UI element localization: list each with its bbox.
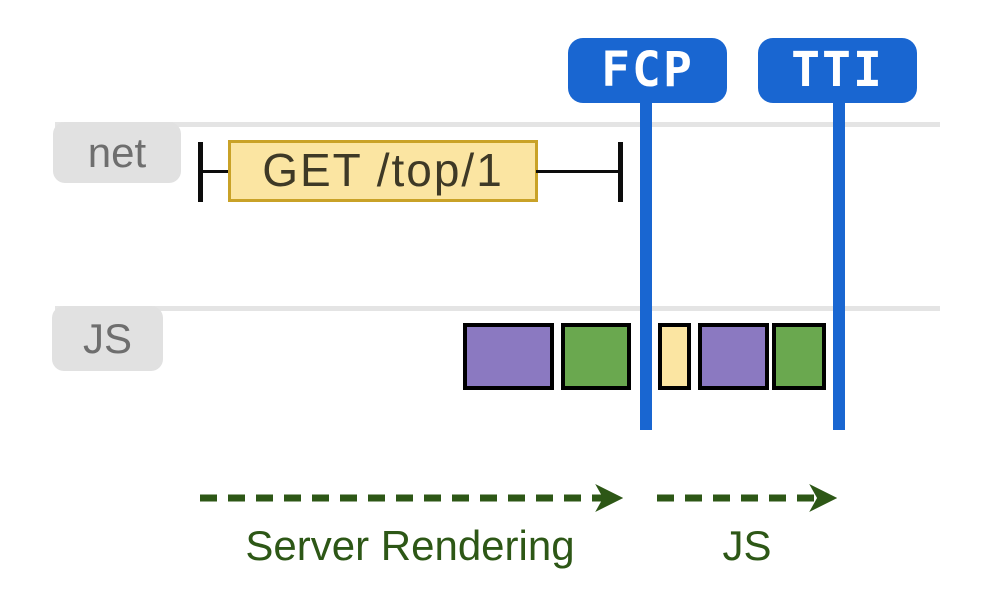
js-track-label: JS: [52, 306, 163, 371]
js-phase-label: JS: [722, 522, 772, 569]
phase-arrows: [200, 484, 838, 512]
fcp-badge: FCP: [568, 38, 727, 103]
js-task-purple: [698, 323, 769, 390]
request-end-tick: [618, 142, 623, 202]
network-request-box: GET /top/1: [228, 140, 538, 202]
js-task-yellow: [658, 323, 691, 390]
fcp-marker-line: [640, 100, 652, 430]
request-end-connector: [536, 170, 620, 173]
request-start-tick: [198, 142, 203, 202]
js-task-green: [772, 323, 826, 390]
js-track-line: [55, 306, 940, 311]
net-track-line: [55, 122, 940, 127]
net-track-label: net: [53, 122, 181, 183]
server-rendering-phase-label: Server Rendering: [245, 522, 575, 569]
request-start-connector: [201, 170, 230, 173]
js-task-row: [0, 323, 994, 390]
js-task-green: [561, 323, 631, 390]
js-task-purple: [463, 323, 554, 390]
tti-marker-line: [833, 100, 845, 430]
tti-badge: TTI: [758, 38, 917, 103]
